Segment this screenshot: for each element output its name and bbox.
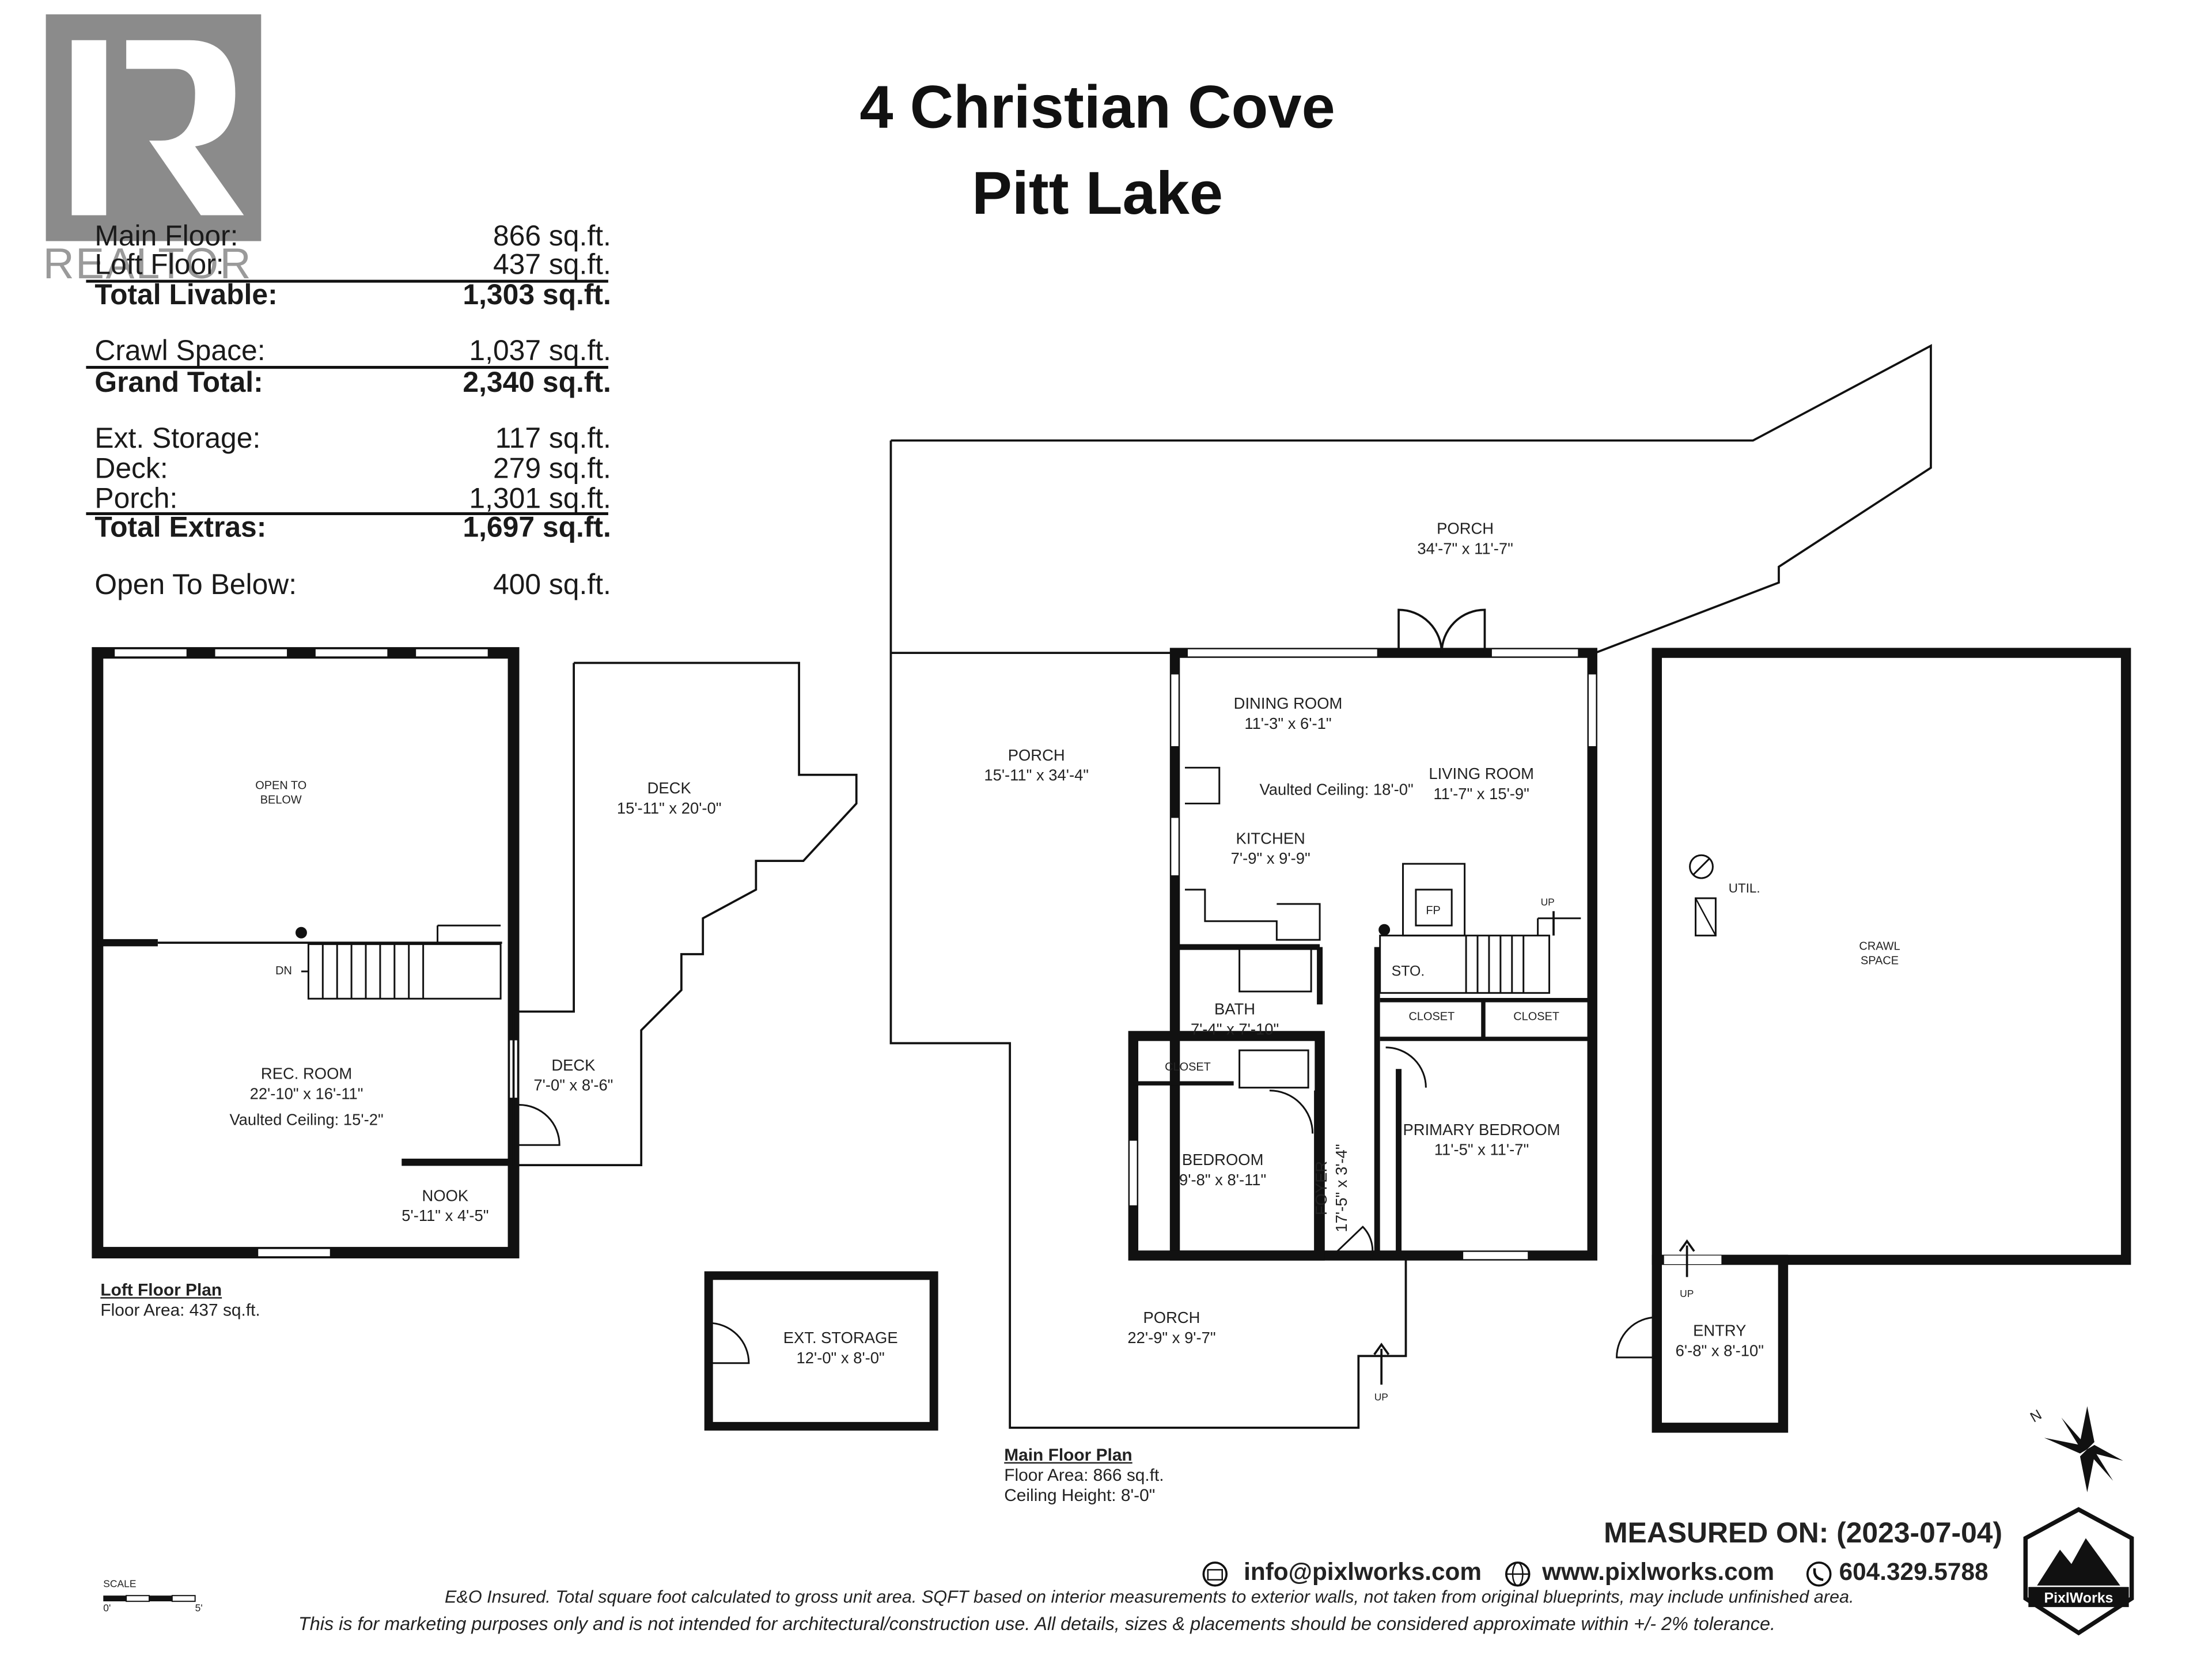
summary-loft-floor: Loft Floor:437 sq.ft. bbox=[94, 249, 611, 282]
storage-door-swing bbox=[709, 1322, 750, 1364]
util-meter bbox=[1689, 854, 1714, 879]
summary-grand-total: Grand Total:2,340 sq.ft. bbox=[94, 367, 611, 399]
summary-total-extras: Total Extras:1,697 sq.ft. bbox=[94, 512, 611, 544]
pixlworks-logo: PixlWorks bbox=[2020, 1507, 2137, 1636]
main-outer-wall bbox=[1169, 648, 1597, 1261]
email-link[interactable]: info@pixlworks.com bbox=[1244, 1558, 1482, 1586]
summary-total-livable: Total Livable:1,303 sq.ft. bbox=[94, 279, 611, 312]
website-link[interactable]: www.pixlworks.com bbox=[1542, 1558, 1775, 1586]
fireplace-box bbox=[1415, 888, 1453, 927]
main-newel-post bbox=[1378, 924, 1391, 936]
disclaimer-line-1: E&O Insured. Total square foot calculate… bbox=[444, 1587, 1854, 1608]
summary-divider bbox=[86, 512, 608, 516]
kitchen-counter bbox=[1184, 766, 1221, 805]
crawl-wall bbox=[1652, 648, 2131, 1265]
up-label-entry: UP bbox=[1680, 1290, 1694, 1300]
kitchen-counter-lower bbox=[1184, 888, 1321, 941]
shower bbox=[1238, 947, 1312, 993]
vanity bbox=[1238, 1049, 1309, 1089]
util-label: UTIL. bbox=[1728, 881, 1760, 895]
up-arrows bbox=[1373, 911, 1695, 1385]
bedroom-door-swing bbox=[1385, 1046, 1427, 1088]
loft-newel-post bbox=[296, 927, 307, 939]
up-label-porch: UP bbox=[1374, 1393, 1388, 1404]
loft-door-swing bbox=[519, 1104, 560, 1146]
main-porch-outline bbox=[891, 344, 1932, 656]
main-porch-outline-left bbox=[889, 440, 1407, 1429]
address-line-1: 4 Christian Cove bbox=[859, 73, 1335, 141]
email-icon bbox=[1202, 1561, 1228, 1587]
french-door-right bbox=[1440, 608, 1486, 653]
summary-divider bbox=[86, 366, 608, 369]
entry-door-swing bbox=[1616, 1316, 1657, 1359]
north-compass bbox=[2044, 1406, 2123, 1492]
summary-main-floor: Main Floor:866 sq.ft. bbox=[94, 221, 611, 253]
closet-label-hall: CLOSET bbox=[1408, 1010, 1455, 1023]
summary-deck: Deck:279 sq.ft. bbox=[94, 453, 611, 485]
summary-crawl-space: Crawl Space:1,037 sq.ft. bbox=[94, 335, 611, 368]
bedroom-wing bbox=[1128, 1031, 1325, 1261]
disclaimer-line-2: This is for marketing purposes only and … bbox=[298, 1613, 1775, 1635]
realtor-logo bbox=[46, 14, 262, 241]
vaulted-ceiling-label: Vaulted Ceiling: 18'-0" bbox=[1259, 782, 1414, 800]
deck-outline bbox=[512, 661, 858, 1166]
closet-label-primary: CLOSET bbox=[1513, 1010, 1559, 1023]
scale-five: 5' bbox=[195, 1604, 203, 1614]
loft-stairs bbox=[301, 924, 502, 1000]
address-line-2: Pitt Lake bbox=[972, 159, 1224, 227]
summary-divider bbox=[86, 279, 608, 283]
phone-icon bbox=[1806, 1561, 1832, 1587]
summary-ext-storage: Ext. Storage:117 sq.ft. bbox=[94, 423, 611, 455]
french-door-left bbox=[1397, 608, 1443, 653]
storage-wall bbox=[704, 1271, 938, 1431]
summary-open-to-below: Open To Below:400 sq.ft. bbox=[94, 569, 611, 602]
scale-bar bbox=[103, 1595, 196, 1602]
foyer-door-swing bbox=[1327, 1226, 1374, 1261]
up-label-stairs: UP bbox=[1540, 898, 1555, 909]
scale-label: SCALE bbox=[103, 1579, 137, 1590]
globe-icon bbox=[1505, 1561, 1531, 1587]
phone-number: 604.329.5788 bbox=[1839, 1558, 1988, 1586]
main-stairs bbox=[1379, 917, 1581, 994]
dn-label: DN bbox=[275, 964, 292, 977]
storage-closet-label: STO. bbox=[1391, 964, 1425, 980]
pixlworks-wordmark: PixlWorks bbox=[2044, 1590, 2113, 1606]
bath-door-swing bbox=[1269, 1090, 1314, 1134]
util-panel bbox=[1695, 897, 1717, 937]
scale-zero: 0' bbox=[103, 1604, 111, 1614]
fireplace-label: FP bbox=[1426, 903, 1441, 917]
summary-porch: Porch:1,301 sq.ft. bbox=[94, 483, 611, 516]
main-windows bbox=[1130, 649, 1596, 1260]
closet-label-bedroom: CLOSET bbox=[1165, 1060, 1211, 1073]
measured-on: MEASURED ON: (2023-07-04) bbox=[1604, 1518, 2003, 1550]
